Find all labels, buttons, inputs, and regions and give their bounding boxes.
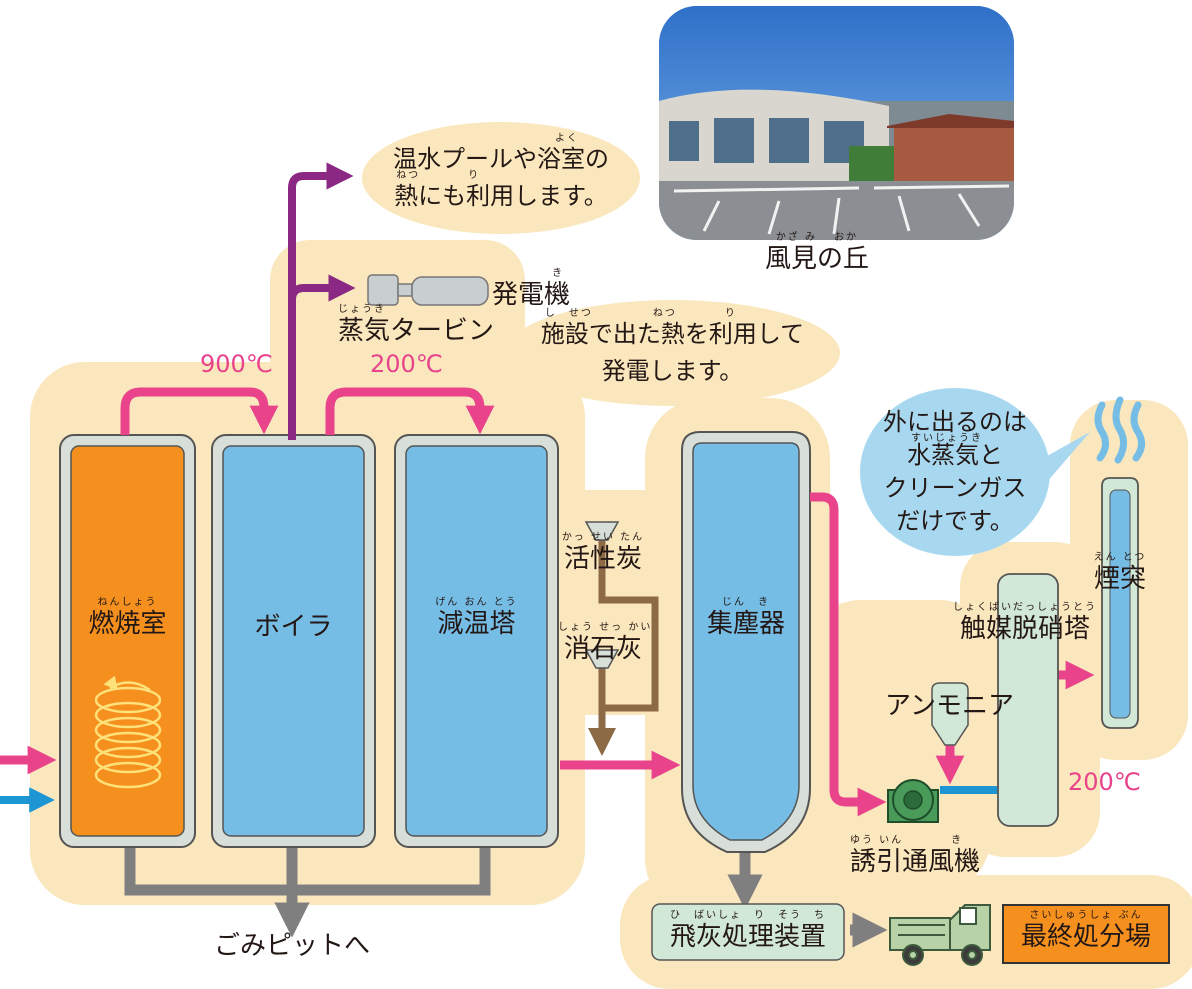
steam-lines bbox=[288, 162, 356, 440]
flame-coil bbox=[94, 675, 162, 789]
furnace-label: ねんしょう 燃焼室 bbox=[88, 597, 167, 639]
landfill-box bbox=[1002, 904, 1170, 964]
facility-photo bbox=[659, 6, 1014, 240]
bubble-clean-gas: 外に出るのは すいじょうき 水蒸気と クリーンガス だけです。 bbox=[860, 388, 1050, 556]
ammonia-tank bbox=[931, 682, 969, 746]
boiler-vessel bbox=[211, 434, 376, 848]
boiler-label: ボイラ bbox=[254, 612, 333, 642]
smoke-wisps bbox=[1094, 396, 1145, 464]
temp-200-stack: 200℃ bbox=[1068, 768, 1141, 796]
dust-collector-label: じん き 集塵器 bbox=[706, 597, 785, 639]
generator-label: き 発電機 bbox=[492, 268, 571, 310]
denitration-tower bbox=[997, 573, 1059, 827]
air-flows bbox=[0, 786, 1000, 813]
cooling-tower-vessel bbox=[394, 434, 559, 848]
temp-900: 900℃ bbox=[200, 350, 273, 378]
ash-return-lines bbox=[124, 845, 888, 948]
temp-200-tower: 200℃ bbox=[370, 350, 443, 378]
fan-label: ゆう いん き 誘引通風機 bbox=[850, 835, 981, 877]
denitration-label: しょくばいだっしょうとう 触媒脱硝塔 bbox=[953, 602, 1097, 644]
furnace-vessel bbox=[59, 434, 196, 848]
facility-photo-art bbox=[659, 6, 1014, 240]
landfill-label: さいしゅうしょ ぶん 最終処分場 bbox=[1020, 910, 1151, 952]
chimney-stack bbox=[1101, 477, 1139, 729]
fly-ash-label: ひ ばいしょ り そう ち 飛灰処理装置 bbox=[669, 910, 826, 952]
turbine-label: じょうき 蒸気タービン bbox=[338, 304, 495, 346]
pit-label: ごみピットへ bbox=[213, 931, 370, 961]
activated-carbon-label: かっ せい たん 活性炭 bbox=[561, 532, 645, 574]
chimney-label: えん とつ 煙突 bbox=[1093, 552, 1147, 594]
cooling-tower-label: げん おん とう 減温塔 bbox=[435, 597, 518, 639]
induced-draft-fan bbox=[887, 779, 939, 823]
hot-gas-flows bbox=[0, 387, 1135, 817]
dust-collector-vessel bbox=[681, 431, 811, 853]
turbine-generator bbox=[367, 274, 489, 306]
bubble-tails bbox=[1040, 432, 1090, 490]
chemical-dosing bbox=[584, 521, 659, 756]
ammonia-label: アンモニア bbox=[885, 691, 1014, 721]
bubble-pool: よく 温水プールや浴室の ねつ り 熱にも利用します。 bbox=[362, 122, 640, 234]
photo-caption: かざ み おか 風見の丘 bbox=[764, 232, 869, 274]
fly-ash-box bbox=[651, 903, 845, 961]
bubble-power: し せつ ねつ り 施設で出た熱を利用して 発電します。 bbox=[505, 300, 840, 406]
slaked-lime-label: しょう せっ かい 消石灰 bbox=[558, 622, 653, 664]
dump-truck bbox=[889, 904, 991, 966]
